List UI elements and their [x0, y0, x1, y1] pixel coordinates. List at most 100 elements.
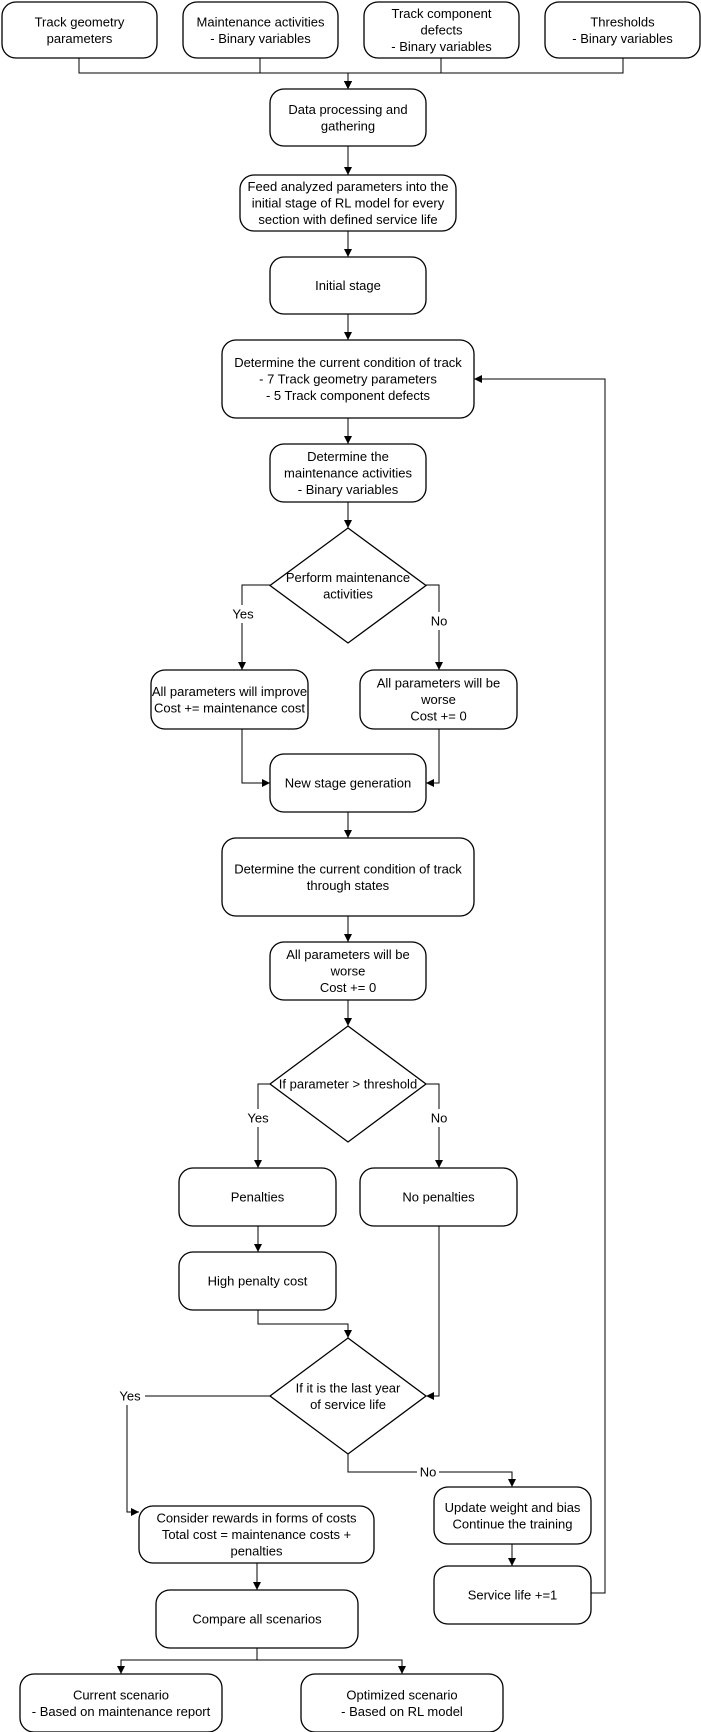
node-text-line: initial stage of RL model for every — [252, 196, 445, 211]
node-text-line: defects — [421, 23, 463, 38]
node-text-line: Perform maintenance — [286, 570, 410, 585]
node-text-line: worse — [420, 692, 456, 707]
node-text-line: - Binary variables — [391, 39, 492, 54]
edge-threshold_check-to-no_penalties — [426, 1083, 443, 1168]
node-text-line: Determine the current condition of track — [234, 861, 462, 876]
node-service-life: Service life +=1 — [433, 1565, 592, 1625]
process-box — [269, 443, 427, 503]
node-text-line: Current scenario — [73, 1687, 169, 1702]
node-text-line: Data processing and — [288, 102, 407, 117]
edge-high_penalty-to-last_year — [257, 1310, 352, 1338]
node-maintenance-inputs: Maintenance activities - Binary variables — [182, 1, 339, 59]
edge-label-background — [115, 1387, 145, 1405]
node-initial-stage: Initial stage — [269, 256, 427, 315]
node-current-condition: Determine the current condition of track… — [221, 339, 475, 419]
edge-label-text: Yes — [119, 1389, 141, 1404]
edge-label-background — [428, 1109, 450, 1127]
node-high-penalty: High penalty cost — [178, 1251, 337, 1311]
node-text-line: Cost += 0 — [410, 709, 466, 724]
edge-label-last_year-to-update_weights: No — [417, 1463, 439, 1481]
edge-compare_scenarios-to-optimized_scenario — [256, 1648, 406, 1674]
node-text-line: - Binary variables — [572, 31, 673, 46]
node-no-penalties: No penalties — [359, 1167, 518, 1227]
node-text-line: gathering — [321, 118, 375, 133]
decision-diamond — [268, 527, 428, 644]
edge-service_life-to-current_condition — [474, 375, 606, 1594]
node-text-line: maintenance activities — [284, 466, 412, 481]
edge-label-last_year-to-consider_rewards: Yes — [115, 1387, 145, 1405]
node-text-line: of service life — [310, 1397, 386, 1412]
edge-maintenance_inputs-to-data_processing — [259, 58, 352, 89]
node-text-line: Consider rewards in forms of costs — [156, 1511, 357, 1526]
node-text-line: All parameters will improve — [152, 684, 307, 699]
edge-last_year-to-consider_rewards — [126, 1395, 270, 1516]
node-component-defects: Track component defects- Binary variables — [363, 1, 520, 59]
process-box — [363, 1, 520, 59]
edge-worse_1-to-new_stage — [426, 729, 440, 787]
process-box — [359, 669, 518, 730]
edge-compare_scenarios-to-current_scenario — [117, 1648, 258, 1674]
node-consider-rewards: Consider rewards in forms of costsTotal … — [138, 1505, 375, 1564]
edge-label-text: Yes — [232, 607, 254, 622]
node-text-line: - Binary variables — [210, 31, 311, 46]
process-box — [433, 1565, 592, 1625]
node-text-line: - Based on RL model — [341, 1704, 463, 1719]
node-text-line: penalties — [230, 1544, 283, 1559]
node-text-line: parameters — [47, 31, 113, 46]
node-text-line: All parameters will be — [286, 947, 410, 962]
process-box — [150, 669, 309, 730]
node-text-line: - 7 Track geometry parameters — [259, 372, 437, 387]
decision-diamond — [268, 1025, 428, 1143]
process-box — [182, 1, 339, 59]
node-compare-scenarios: Compare all scenarios — [155, 1589, 359, 1649]
process-box — [19, 1673, 223, 1732]
process-box — [221, 339, 475, 419]
node-text-line: Feed analyzed parameters into the — [248, 179, 449, 194]
edges-layer — [78, 58, 624, 1674]
node-condition-states: Determine the current condition of track… — [221, 837, 475, 917]
process-box — [269, 88, 427, 147]
node-text-line: Continue the training — [453, 1516, 573, 1531]
node-text-line: Initial stage — [315, 278, 381, 293]
decision-diamond — [268, 1337, 428, 1455]
node-text-line: Cost += 0 — [320, 980, 376, 995]
node-text-line: Maintenance activities — [197, 14, 325, 29]
edge-improve-to-new_stage — [241, 729, 270, 787]
edge-threshold_check-to-penalties — [254, 1083, 270, 1168]
node-text-line: All parameters will be — [377, 676, 501, 691]
node-text-line: Track component — [392, 6, 492, 21]
edge-label-text: Yes — [247, 1111, 269, 1126]
process-box — [221, 837, 475, 917]
edge-label-perform_maintenance-to-improve: Yes — [228, 605, 258, 623]
node-text-line: Cost += maintenance cost — [154, 700, 305, 715]
node-text-line: worse — [330, 964, 366, 979]
process-box — [178, 1167, 337, 1227]
edge-perform_maintenance-to-worse_1 — [426, 584, 443, 670]
edge-label-threshold_check-to-penalties: Yes — [243, 1109, 273, 1127]
process-box — [359, 1167, 518, 1227]
node-text-line: Determine the — [307, 449, 389, 464]
node-text-line: - 5 Track component defects — [266, 388, 431, 403]
node-text-line: Service life +=1 — [468, 1588, 558, 1603]
edge-label-background — [243, 1109, 273, 1127]
process-box — [1, 1, 158, 59]
node-text-line: Optimized scenario — [346, 1687, 457, 1702]
edge-label-background — [417, 1463, 439, 1481]
edge-label-perform_maintenance-to-worse_1: No — [428, 612, 450, 630]
node-text-line: Determine the current condition of track — [234, 355, 462, 370]
node-text-line: Penalties — [231, 1190, 285, 1205]
edge-label-threshold_check-to-no_penalties: No — [428, 1109, 450, 1127]
process-box — [269, 256, 427, 315]
process-box — [433, 1486, 592, 1545]
process-box — [239, 174, 457, 232]
edge-label-text: No — [431, 1111, 448, 1126]
